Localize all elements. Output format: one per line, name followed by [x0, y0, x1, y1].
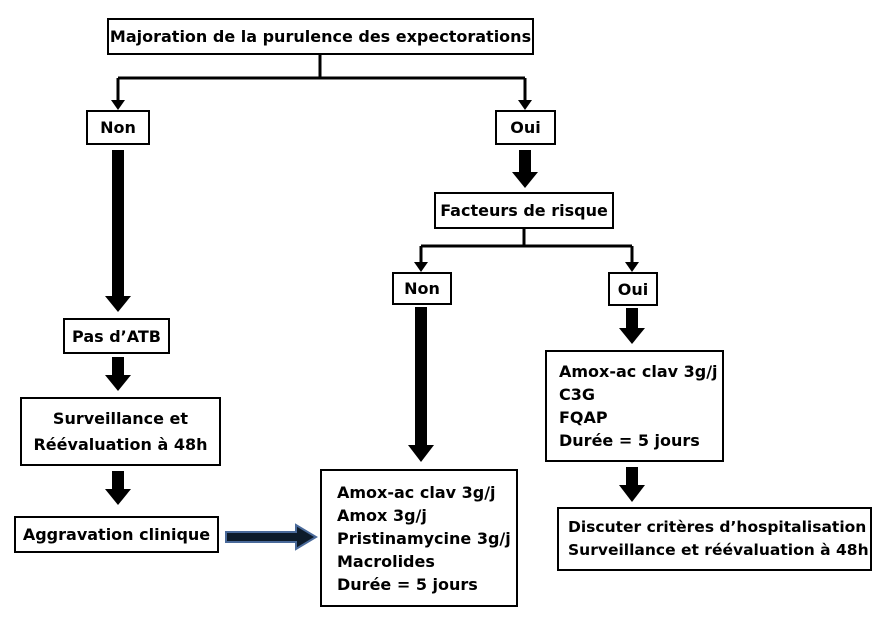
surveillance-line: Réévaluation à 48h — [33, 434, 208, 454]
treatment-line: Durée = 5 jours — [559, 431, 700, 450]
hospitalisation-line: Discuter critères d’hospitalisation — [568, 518, 867, 536]
treatment-with-risk-node: Amox-ac clav 3g/j C3G FQAP Durée = 5 jou… — [545, 350, 724, 462]
treatment-line: Pristinamycine 3g/j — [337, 528, 511, 548]
thick-arrow-pas-atb-shaft — [112, 357, 124, 377]
treatment-line: Amox-ac clav 3g/j — [559, 362, 718, 381]
treatment-line: C3G — [559, 385, 596, 404]
treatment-no-risk-node: Amox-ac clav 3g/j Amox 3g/j Pristinamyci… — [320, 469, 518, 607]
arrowhead-to-non-1 — [111, 100, 125, 110]
arrowhead-to-oui-2 — [625, 262, 639, 272]
surveillance-line: Surveillance et — [52, 408, 189, 428]
thick-arrow-oui-2-head — [619, 328, 645, 344]
aggravation-clinique-node: Aggravation clinique — [14, 516, 219, 553]
thick-arrow-treatment-oui-head — [619, 485, 645, 502]
facteurs-de-risque-node: Facteurs de risque — [434, 192, 614, 229]
branch-oui-1: Oui — [495, 110, 556, 145]
treatment-line: Amox 3g/j — [337, 505, 427, 525]
surveillance-node: Surveillance et Réévaluation à 48h — [20, 397, 221, 466]
thick-arrow-oui-1-head — [512, 172, 538, 188]
thick-arrow-non-2-head — [408, 445, 434, 462]
treatment-line: Macrolides — [337, 551, 435, 571]
thick-arrow-non-1-shaft — [112, 150, 124, 298]
thick-arrow-pas-atb-head — [105, 375, 131, 391]
root-node: Majoration de la purulence des expectora… — [107, 18, 534, 55]
thick-arrow-non-2-shaft — [415, 307, 427, 447]
thick-arrow-oui-2-shaft — [626, 308, 638, 330]
arrowhead-to-oui-1 — [518, 100, 532, 110]
hospitalisation-node: Discuter critères d’hospitalisation Surv… — [557, 507, 872, 571]
thick-arrow-surveillance-head — [105, 489, 131, 505]
thick-arrow-surveillance-shaft — [112, 471, 124, 491]
branch-non-1: Non — [86, 110, 150, 145]
aggravation-arrow — [225, 523, 318, 551]
treatment-line: Durée = 5 jours — [337, 574, 478, 594]
pas-atb-node: Pas d’ATB — [63, 318, 170, 354]
branch-oui-2: Oui — [608, 272, 658, 306]
arrowhead-to-non-2 — [414, 262, 428, 272]
hospitalisation-line: Surveillance et réévaluation à 48h — [568, 541, 869, 559]
thick-arrow-oui-1-shaft — [519, 150, 531, 174]
thick-arrow-non-1-head — [105, 296, 131, 312]
treatment-line: FQAP — [559, 408, 608, 427]
thick-arrow-treatment-oui-shaft — [626, 467, 638, 487]
branch-non-2: Non — [392, 272, 452, 305]
treatment-line: Amox-ac clav 3g/j — [337, 482, 496, 502]
